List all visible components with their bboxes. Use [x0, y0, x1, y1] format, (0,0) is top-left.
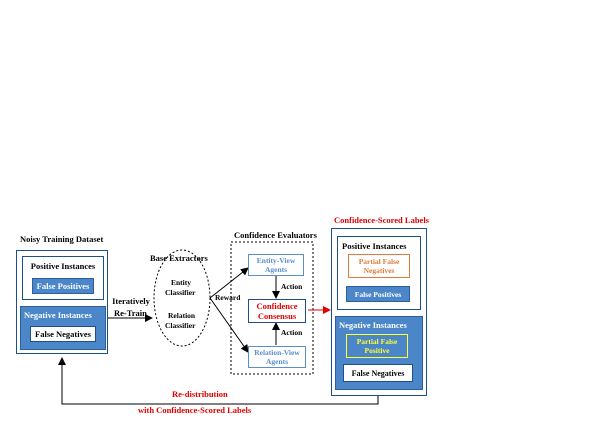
- noisy-negative-label: Negative Instances: [24, 310, 92, 320]
- retrain-label: Iteratively: [108, 296, 154, 306]
- scored-negative-label: Negative Instances: [339, 320, 407, 330]
- noisy-positive-label: Positive Instances: [30, 261, 96, 271]
- title-confidence-scored-labels: Confidence-Scored Labels: [334, 215, 429, 225]
- entity-view-line1: Entity-View: [256, 256, 296, 265]
- title-base-extractors: Base Extractors: [150, 253, 208, 263]
- partial-false-positive-box: Partial False Positive: [346, 334, 408, 358]
- partial-fn-line1: Partial False: [358, 257, 400, 266]
- entity-view-line2: Agents: [264, 265, 288, 274]
- reward-arrow-down: [209, 297, 249, 353]
- confidence-consensus-box: Confidence Consensus: [248, 299, 306, 323]
- entity-view-agents-box: Entity-View Agents: [248, 254, 304, 276]
- reward-arrow-up: [209, 267, 249, 299]
- reward-label: Reward: [215, 293, 241, 302]
- confidence-evaluators-box: [230, 241, 314, 375]
- consensus-line2: Consensus: [257, 311, 297, 321]
- relation-view-line2: Agents: [265, 357, 289, 366]
- action-label-top: Action: [281, 282, 303, 291]
- title-noisy-dataset: Noisy Training Dataset: [20, 234, 104, 244]
- relation-classifier-line1: Relation: [168, 311, 196, 320]
- entity-classifier-line2: Classifier: [165, 288, 196, 297]
- partial-fp-line1: Partial False: [356, 337, 398, 346]
- redistribution-line1: Re-distribution: [172, 389, 228, 399]
- entity-classifier-line1: Entity: [171, 278, 192, 287]
- redistribution-loop: [58, 357, 379, 405]
- action-label-bottom: Action: [281, 328, 303, 337]
- base-extractors-ellipse: [153, 249, 211, 347]
- partial-fn-line2: Negatives: [363, 266, 395, 275]
- partial-fp-line2: Positive: [364, 346, 390, 355]
- noisy-false-negatives: False Negatives: [30, 326, 96, 342]
- noisy-false-positives: False Positives: [32, 278, 94, 294]
- retrain-line2: Re-Train: [114, 308, 147, 318]
- redistribution-line2: with Confidence-Scored Labels: [138, 405, 252, 415]
- scored-false-positives: False Positives: [346, 286, 410, 302]
- scored-positive-label: Positive Instances: [342, 241, 407, 251]
- relation-view-agents-box: Relation-View Agents: [248, 346, 306, 368]
- partial-false-negatives-box: Partial False Negatives: [348, 254, 410, 278]
- scored-false-negatives: False Negatives: [343, 364, 413, 382]
- consensus-line1: Confidence: [256, 301, 298, 311]
- relation-classifier-line2: Classifier: [165, 321, 196, 330]
- title-confidence-evaluators: Confidence Evaluators: [234, 230, 317, 240]
- relation-view-line1: Relation-View: [254, 348, 300, 357]
- retrain-line1: Iteratively: [112, 296, 150, 306]
